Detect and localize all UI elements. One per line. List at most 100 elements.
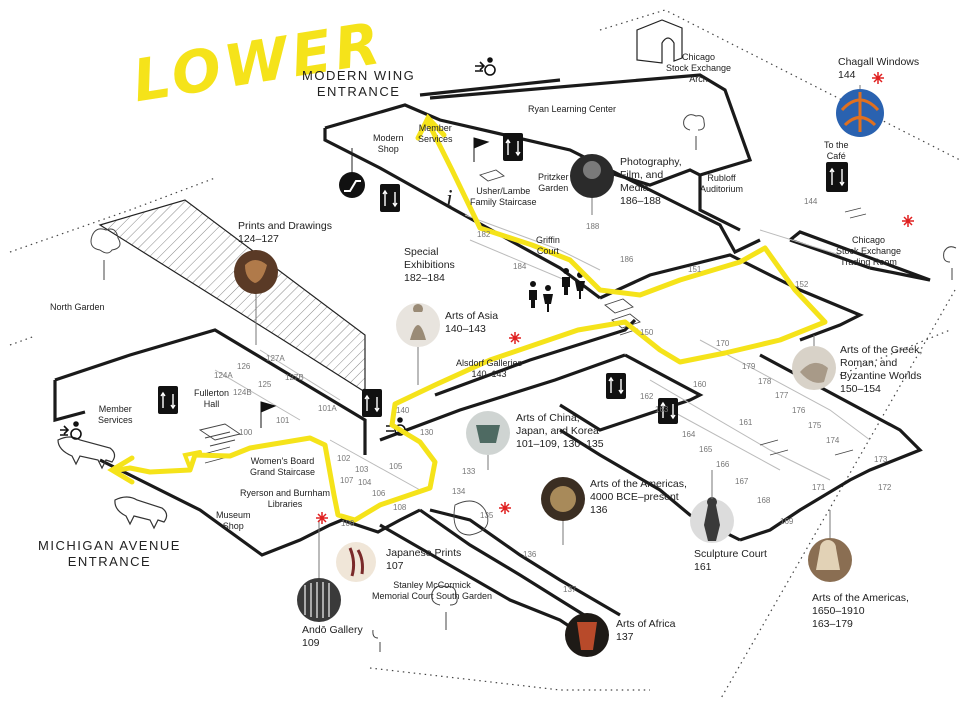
elevator-arrows: [160, 138, 845, 420]
room-number-174: 174: [826, 436, 840, 445]
room-number-140: 140: [396, 406, 410, 415]
room-number-160: 160: [693, 380, 707, 389]
route-arrowhead-top: [415, 113, 447, 141]
route-arrowhead: [107, 455, 135, 485]
room-number-108: 108: [393, 503, 407, 512]
room-number-167: 167: [735, 477, 749, 486]
room-number-100: 100: [239, 428, 253, 437]
room-number-101A: 101A: [318, 404, 337, 413]
site-boundary: [9, 9, 961, 701]
room-number-125: 125: [258, 380, 272, 389]
room-number-163: 163: [655, 405, 669, 414]
room-number-105: 105: [389, 462, 403, 471]
room-number-101: 101: [276, 416, 290, 425]
room-number-176: 176: [792, 406, 806, 415]
room-number-127A: 127A: [266, 354, 285, 363]
room-number-106: 106: [372, 489, 386, 498]
staircases: [198, 169, 867, 536]
hatched-garden-area: [98, 199, 366, 394]
room-number-188: 188: [586, 222, 600, 231]
room-number-124A: 124A: [214, 371, 233, 380]
gallery-thumbnails: [234, 89, 884, 657]
ando-thumbnail: [297, 578, 341, 622]
room-number-152: 152: [795, 280, 809, 289]
room-number-173: 173: [874, 455, 888, 464]
japanese-prints-thumbnail: [336, 542, 376, 582]
room-number-103: 103: [355, 465, 369, 474]
north-garden-label: North Garden: [50, 302, 105, 312]
room-number-134: 134: [452, 487, 466, 496]
room-number-170: 170: [716, 339, 730, 348]
room-number-135: 135: [480, 511, 494, 520]
room-number-137: 137: [563, 585, 577, 594]
flag-icons: [260, 137, 490, 428]
gallery-divisions: [214, 214, 871, 491]
room-number-109: 109: [341, 519, 355, 528]
room-number-161: 161: [739, 418, 753, 427]
room-number-124B: 124B: [233, 388, 252, 397]
red-asterisks: [316, 72, 914, 524]
information-icon: i: [446, 186, 453, 212]
leader-lines: [255, 85, 861, 578]
room-number-126: 126: [237, 362, 251, 371]
room-number-171: 171: [812, 483, 826, 492]
restroom-icons: [529, 268, 585, 312]
room-number-165: 165: [699, 445, 713, 454]
room-number-179: 179: [742, 362, 756, 371]
room-number-182: 182: [477, 230, 491, 239]
room-number-150: 150: [640, 328, 654, 337]
escalator-icon: [339, 148, 365, 198]
room-number-186: 186: [620, 255, 634, 264]
room-number-178: 178: [758, 377, 772, 386]
room-number-175: 175: [808, 421, 822, 430]
room-number-162: 162: [640, 392, 654, 401]
room-number-133: 133: [462, 467, 476, 476]
room-number-130: 130: [420, 428, 434, 437]
route-loop: [182, 450, 202, 470]
room-number-151: 151: [688, 265, 702, 274]
arch-icon: [636, 19, 683, 64]
room-number-136: 136: [523, 550, 537, 559]
room-number-164: 164: [682, 430, 696, 439]
room-number-127B: 127B: [285, 373, 304, 382]
room-number-169: 169: [780, 517, 794, 526]
room-number-102: 102: [337, 454, 351, 463]
room-number-104: 104: [358, 478, 372, 487]
room-number-177: 177: [775, 391, 789, 400]
room-number-166: 166: [716, 460, 730, 469]
room-number-172: 172: [878, 483, 892, 492]
lion-icons: [57, 436, 168, 530]
tree-icons: [90, 114, 957, 652]
room-number-107: 107: [340, 476, 354, 485]
room-number-168: 168: [757, 496, 771, 505]
